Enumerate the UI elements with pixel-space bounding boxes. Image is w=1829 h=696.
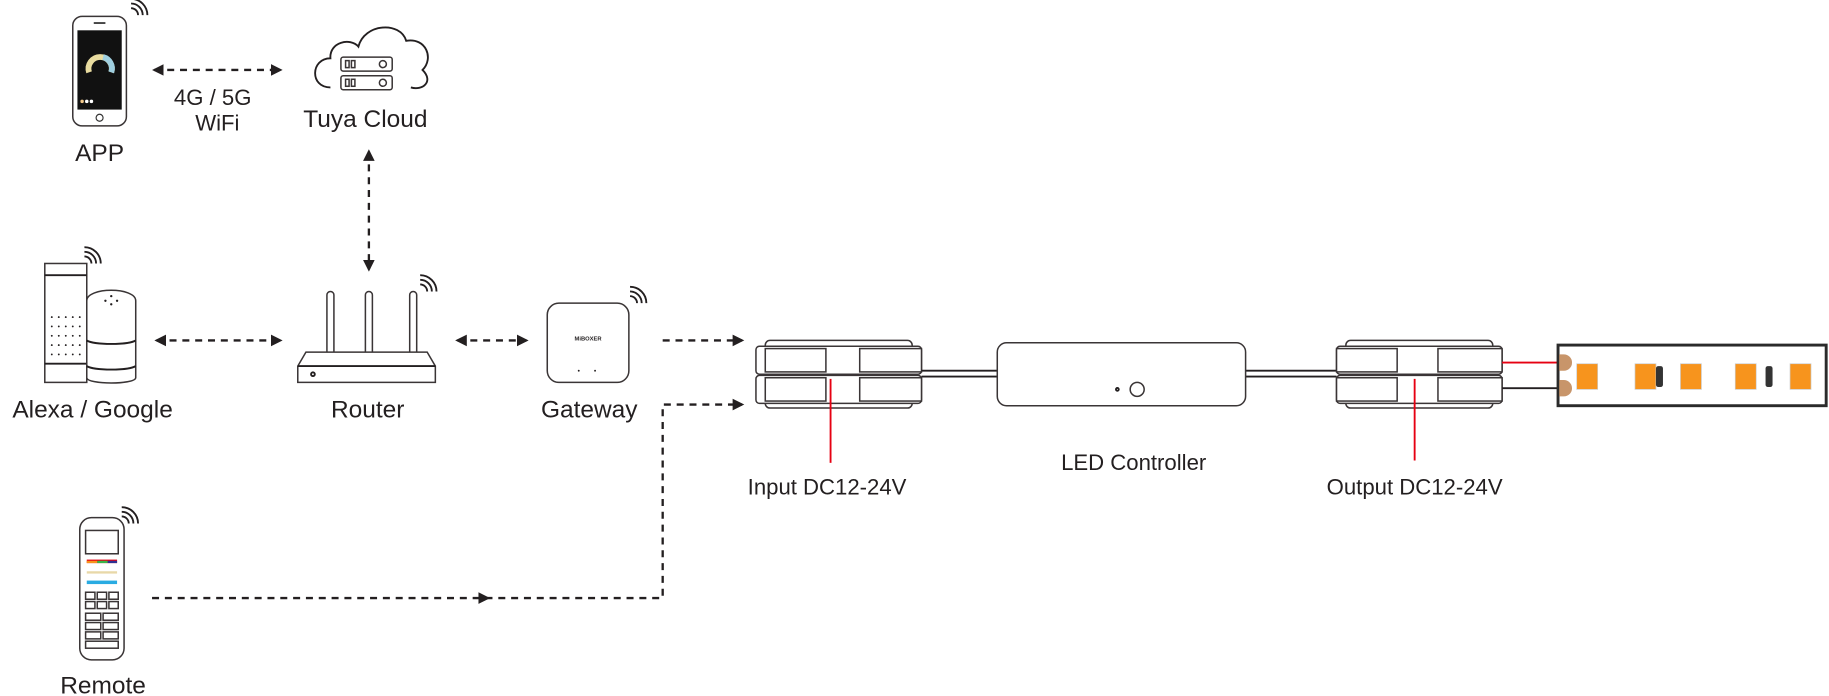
cloud-server-icon (314, 26, 429, 91)
output-label: Output DC12-24V (1327, 474, 1503, 499)
input-label: Input DC12-24V (748, 474, 907, 499)
gateway-icon: MiBOXER (546, 302, 630, 384)
voice-assistant-label: Alexa / Google (12, 396, 173, 423)
smart-speaker-icon (44, 262, 137, 384)
phone-app-icon (72, 15, 128, 127)
remote-controller-signal-arrow (152, 398, 745, 600)
wifi-signal-icon (121, 506, 139, 524)
wifi-signal-icon (420, 274, 438, 292)
controller-label: LED Controller (1061, 450, 1206, 475)
output-connector-icon (1335, 339, 1503, 409)
gateway-brand-logo: MiBOXER (574, 336, 602, 342)
wifi-signal-icon (84, 246, 102, 264)
router-icon (297, 290, 437, 384)
remote-control-icon (79, 516, 125, 661)
wifi-label: WiFi (195, 111, 239, 136)
network-label: 4G / 5G (174, 85, 252, 110)
cloud-label: Tuya Cloud (303, 106, 427, 133)
router-label: Router (331, 396, 404, 423)
arrowhead-icon (478, 592, 491, 604)
remote-label: Remote (60, 673, 146, 696)
input-connector-icon (755, 339, 923, 409)
led-strip-icon (1556, 343, 1828, 408)
app-label: APP (75, 140, 124, 167)
wifi-signal-icon (629, 285, 648, 304)
wifi-signal-icon (130, 0, 149, 16)
gateway-label: Gateway (541, 396, 638, 423)
cable (921, 369, 1337, 378)
led-controller-icon (996, 341, 1247, 407)
